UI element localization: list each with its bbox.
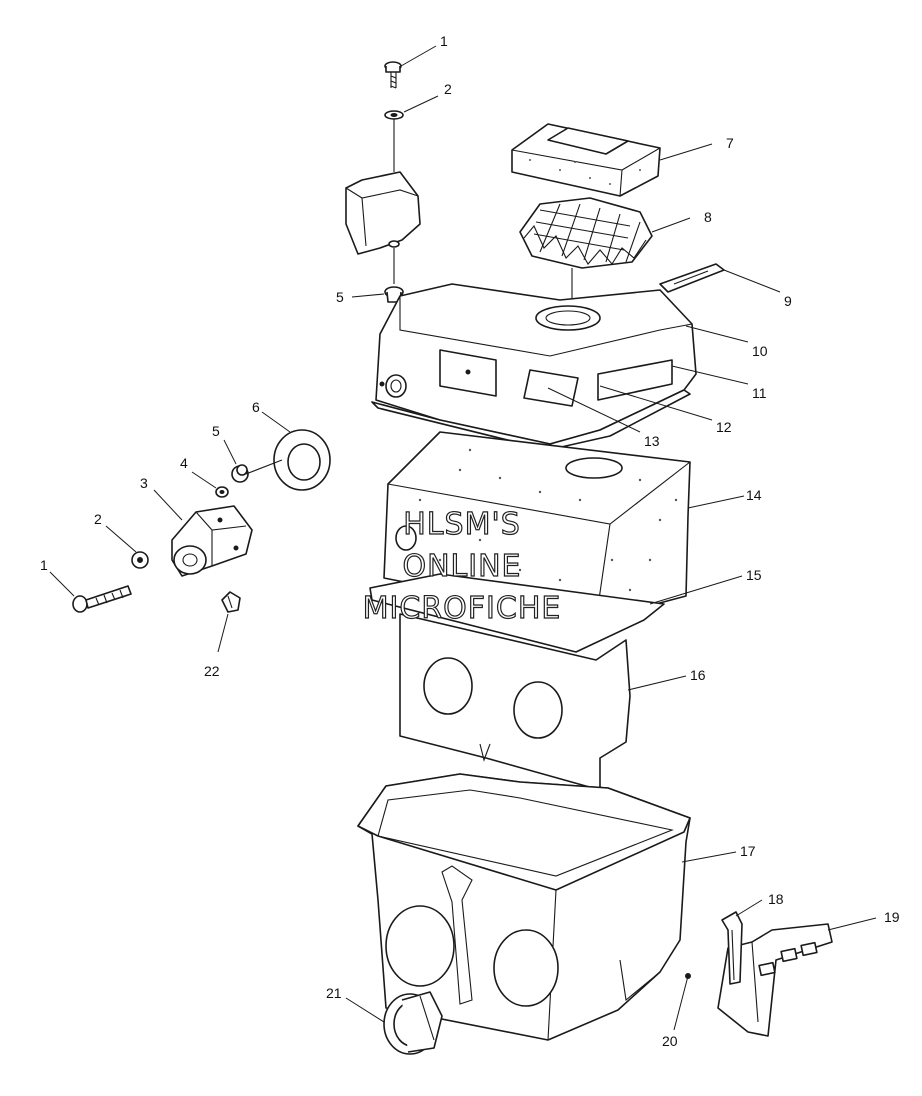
- airbox-lid: [371, 283, 697, 451]
- callout-18: 18: [768, 891, 784, 907]
- intake-cover: [345, 171, 421, 255]
- callout-9: 9: [784, 293, 792, 309]
- callout-8: 8: [704, 209, 712, 225]
- callout-19: 19: [884, 909, 900, 925]
- leader-lines: [49, 45, 877, 1031]
- screw-top: [384, 61, 402, 89]
- washer-top: [384, 110, 404, 120]
- callout-3: 3: [140, 475, 148, 491]
- callout-labels: 1 2 5 7 8 9 10 11 12 13 6 5 4 3 2 1 22 1…: [40, 33, 900, 1049]
- mounting-bracket: [717, 923, 833, 1037]
- watermark-line-2: ONLINE: [402, 549, 521, 584]
- callout-21: 21: [326, 985, 342, 1001]
- grommet-left: [231, 464, 249, 483]
- hose-clamp: [221, 591, 241, 613]
- callout-13: 13: [644, 433, 660, 449]
- strap: [721, 911, 743, 985]
- callout-2-top: 2: [444, 81, 452, 97]
- intake-duct: [383, 991, 443, 1055]
- bolt-left: [72, 585, 132, 613]
- callout-2-left: 2: [94, 511, 102, 527]
- o-ring: [273, 429, 331, 491]
- callout-14: 14: [746, 487, 762, 503]
- callout-1-left: 1: [40, 557, 48, 573]
- callout-5-top: 5: [336, 289, 344, 305]
- watermark-line-1: HLSM'S: [403, 507, 521, 542]
- callout-20: 20: [662, 1033, 678, 1049]
- baffle-plate: [399, 613, 631, 791]
- callout-5-left: 5: [212, 423, 220, 439]
- callout-11: 11: [752, 385, 767, 401]
- callout-10: 10: [752, 343, 768, 359]
- foam-pre-filter: [511, 123, 661, 197]
- washer-left: [215, 486, 229, 498]
- clip: [659, 263, 725, 293]
- star-washer: [131, 551, 149, 569]
- callout-1-top: 1: [440, 33, 448, 49]
- callout-4: 4: [180, 455, 188, 471]
- filter-screen: [519, 197, 653, 269]
- gasket: [369, 573, 665, 653]
- callout-15: 15: [746, 567, 762, 583]
- valve-housing: [171, 505, 253, 577]
- callout-6: 6: [252, 399, 260, 415]
- airbox-base: [357, 773, 691, 1041]
- watermark-line-3: MICROFICHE: [363, 591, 562, 626]
- callout-7: 7: [726, 135, 734, 151]
- callout-22: 22: [204, 663, 220, 679]
- callout-12: 12: [716, 419, 732, 435]
- watermark: HLSM'S ONLINE MICROFICHE: [362, 506, 562, 626]
- callout-16: 16: [690, 667, 706, 683]
- callout-17: 17: [740, 843, 756, 859]
